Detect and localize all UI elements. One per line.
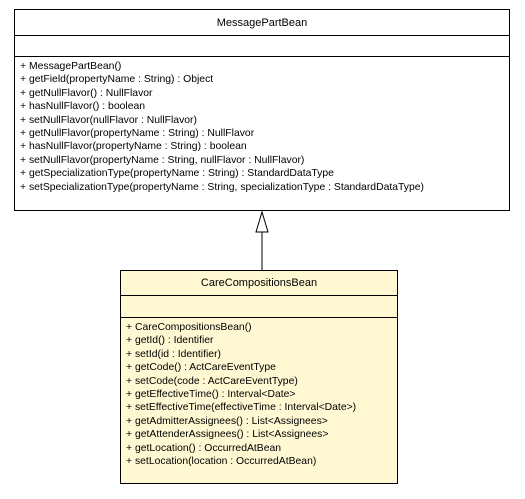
operation: + getNullFlavor() : NullFlavor — [20, 87, 153, 99]
class-box-carecompositionsbean: CareCompositionsBean + CareCompositionsB… — [120, 270, 398, 484]
operation: + getAttenderAssignees() : List<Assignee… — [126, 429, 329, 441]
operation: + setNullFlavor(propertyName : String, n… — [20, 154, 305, 166]
operation: + getNullFlavor(propertyName : String) :… — [20, 128, 255, 140]
operation: + getEffectiveTime() : Interval<Date> — [126, 389, 296, 401]
operation: + getField(propertyName : String) : Obje… — [20, 74, 214, 86]
operation: + hasNullFlavor() : boolean — [20, 101, 146, 113]
operation: + getAdmitterAssignees() : List<Assignee… — [126, 415, 328, 427]
operation: + setEffectiveTime(effectiveTime : Inter… — [126, 402, 357, 414]
class-name: CareCompositionsBean — [121, 271, 397, 296]
operation: + CareCompositionsBean() — [126, 322, 252, 333]
attributes-compartment — [15, 36, 509, 57]
operation: + setSpecializationType(propertyName : S… — [20, 181, 425, 193]
operation: + getId() : Identifier — [126, 335, 214, 347]
attributes-compartment — [121, 296, 397, 318]
operation: + getSpecializationType(propertyName : S… — [20, 168, 334, 180]
operation: + getLocation() : OccurredAtBean — [126, 442, 282, 454]
operations-compartment: + MessagePartBean() + getField(propertyN… — [15, 57, 509, 194]
operation: + hasNullFlavor(propertyName : String) :… — [20, 141, 247, 153]
generalization-arrowhead — [255, 210, 269, 233]
class-name: MessagePartBean — [15, 10, 509, 36]
operation: + MessagePartBean() — [20, 61, 122, 72]
operation: + setCode(code : ActCareEventType) — [126, 375, 298, 387]
operation: + setLocation(location : OccurredAtBean) — [126, 456, 317, 468]
operation: + setNullFlavor(nullFlavor : NullFlavor) — [20, 114, 197, 126]
class-box-messagepartbean: MessagePartBean + MessagePartBean() + ge… — [14, 9, 510, 211]
operation: + setId(id : Identifier) — [126, 348, 222, 360]
operations-compartment: + CareCompositionsBean() + getId() : Ide… — [121, 318, 397, 468]
operation: + getCode() : ActCareEventType — [126, 362, 276, 374]
